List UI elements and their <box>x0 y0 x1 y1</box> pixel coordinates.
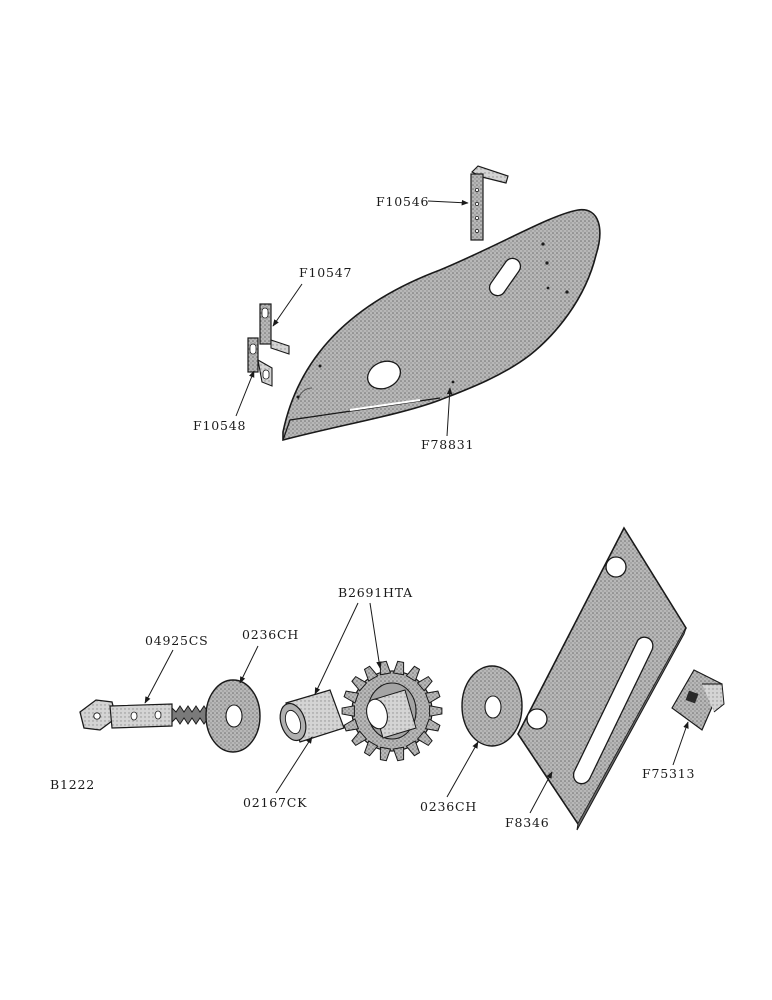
sprocket-tooth <box>351 730 368 747</box>
label-0236ch-left: 0236CH <box>242 627 300 642</box>
sprocket-tooth <box>363 740 379 757</box>
leader-b2691hta-sprocket <box>369 602 382 669</box>
sprocket-tooth <box>405 665 421 682</box>
label-f10546: F10546 <box>376 194 430 209</box>
label-f75313: F75313 <box>642 766 696 781</box>
sprocket-tooth <box>424 718 441 732</box>
plate-f8346 <box>517 526 687 831</box>
sprocket-tooth <box>405 740 421 757</box>
sprocket-tooth <box>424 690 441 704</box>
sprocket-tooth <box>416 730 433 747</box>
sprocket-tooth <box>343 690 360 704</box>
label-0236ch-right: 0236CH <box>420 799 478 814</box>
leader-0236ch-right <box>446 741 479 798</box>
leader-f10547 <box>272 283 303 327</box>
sprocket-tooth <box>363 665 379 682</box>
label-f8346: F8346 <box>505 815 550 830</box>
bracket-f10548 <box>247 337 273 387</box>
bracket-f10546 <box>470 165 509 241</box>
label-f10548: F10548 <box>193 418 247 433</box>
sprocket-tooth <box>343 718 360 732</box>
shield-plate-f78831 <box>282 209 601 442</box>
leader-04925cs <box>144 649 174 704</box>
lower-leader-lines <box>144 602 689 814</box>
leader-f75313 <box>672 721 689 766</box>
label-b1222: B1222 <box>50 777 95 792</box>
label-f78831: F78831 <box>421 437 475 452</box>
upper-leader-lines <box>235 199 469 437</box>
sprocket-tooth <box>379 746 392 762</box>
leader-b2691hta-bushing <box>314 602 359 695</box>
label-f10547: F10547 <box>299 265 353 280</box>
bushing-02167ck <box>279 689 345 743</box>
label-02167ck: 02167CK <box>243 795 308 810</box>
sprocket-tooth <box>379 660 392 676</box>
leader-f78831 <box>446 387 453 437</box>
leader-f8346 <box>529 771 553 814</box>
label-04925cs: 04925CS <box>145 633 209 648</box>
leader-f10548 <box>235 370 255 417</box>
sprocket-tooth <box>392 660 405 676</box>
sprocket-tooth <box>416 675 433 692</box>
bracket-f10547 <box>259 303 290 355</box>
leader-f10546 <box>427 199 469 206</box>
sprocket-tooth <box>392 746 405 762</box>
bolt-04925cs <box>79 699 213 731</box>
label-b2691hta: B2691HTA <box>338 585 413 600</box>
sprocket-tooth <box>429 705 443 717</box>
leader-0236ch-left <box>239 645 259 684</box>
washer-0236ch-right <box>461 665 523 747</box>
washer-0236ch-left <box>205 679 261 753</box>
leader-02167ck <box>275 736 313 794</box>
sprocket-b2691hta <box>341 660 443 762</box>
sprocket-tooth <box>341 705 355 717</box>
clip-nut-f75313 <box>671 669 725 731</box>
sprocket-tooth <box>351 675 368 692</box>
sprocket-teeth <box>341 660 443 762</box>
